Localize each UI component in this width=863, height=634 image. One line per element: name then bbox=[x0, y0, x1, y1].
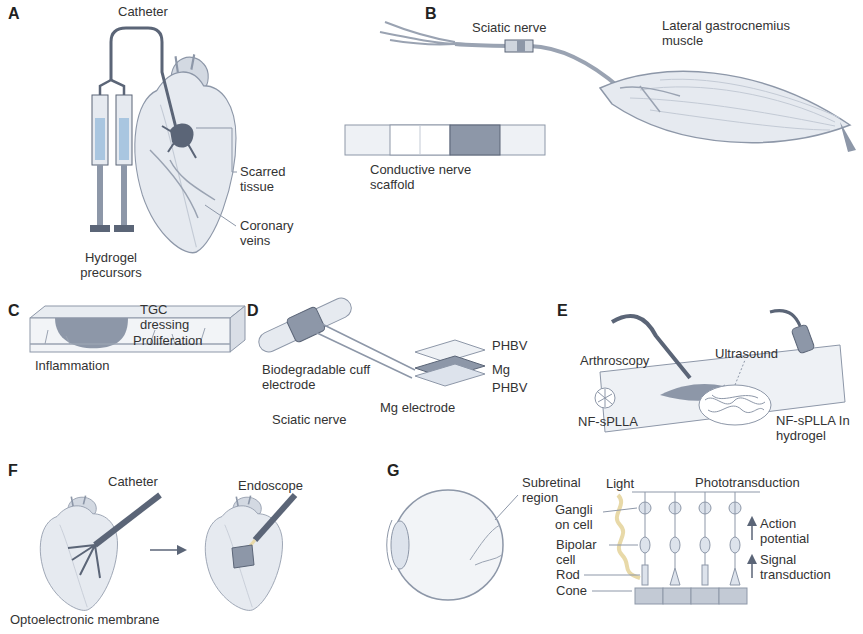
panel-b-art bbox=[345, 22, 856, 155]
part-label: Optoelectronic membrane bbox=[10, 612, 160, 627]
part-label: Action potential bbox=[760, 516, 826, 546]
panel-letter: E bbox=[557, 302, 568, 320]
part-label: Ultrasound bbox=[715, 346, 778, 361]
part-label: Endoscope bbox=[238, 478, 303, 493]
part-label: Proliferation bbox=[133, 333, 202, 348]
panel-letter: D bbox=[247, 302, 259, 320]
part-label: Arthroscopy bbox=[580, 353, 649, 368]
panel-c-art bbox=[30, 306, 245, 352]
part-label: Coronary veins bbox=[240, 218, 310, 248]
panel-letter: G bbox=[387, 462, 399, 480]
panel-letter: B bbox=[425, 5, 437, 23]
panel-letter: F bbox=[8, 462, 18, 480]
part-label: Mg bbox=[492, 362, 510, 377]
part-label: NF-sPLLA In hydrogel bbox=[776, 413, 856, 443]
part-label: Catheter bbox=[108, 474, 158, 489]
part-label: Signal transduction bbox=[760, 552, 846, 582]
part-label: Mg electrode bbox=[380, 400, 455, 415]
panel-letter: A bbox=[8, 5, 20, 23]
part-label: Inflammation bbox=[35, 358, 109, 373]
part-label: Catheter bbox=[118, 4, 168, 19]
panel-f-art bbox=[40, 495, 295, 610]
part-label: Lateral gastrocnemius muscle bbox=[662, 18, 812, 48]
part-label: PHBV bbox=[492, 380, 527, 395]
part-label: PHBV bbox=[492, 338, 527, 353]
part-label: NF-sPLLA bbox=[578, 414, 638, 429]
panel-letter: C bbox=[8, 302, 20, 320]
part-label: Scarred tissue bbox=[240, 164, 302, 194]
part-label: TGC dressing bbox=[140, 302, 202, 332]
part-label: Rod bbox=[556, 567, 580, 582]
part-label: Bipolar cell bbox=[556, 537, 611, 567]
part-label: Biodegradable cuff electrode bbox=[262, 362, 374, 392]
panel-g-art bbox=[387, 490, 760, 604]
part-label: Sciatic nerve bbox=[472, 20, 546, 35]
part-label: Phototransduction bbox=[695, 475, 800, 490]
part-label: Conductive nerve scaffold bbox=[370, 162, 488, 192]
part-label: Subretinal region bbox=[522, 475, 597, 505]
part-label: Light bbox=[606, 476, 634, 491]
part-label: Hydrogel precursors bbox=[66, 250, 156, 280]
panel-a-art bbox=[90, 28, 237, 253]
part-label: Cone bbox=[556, 583, 587, 598]
part-label: Sciatic nerve bbox=[272, 412, 346, 427]
part-label: Gangli on cell bbox=[555, 502, 603, 532]
